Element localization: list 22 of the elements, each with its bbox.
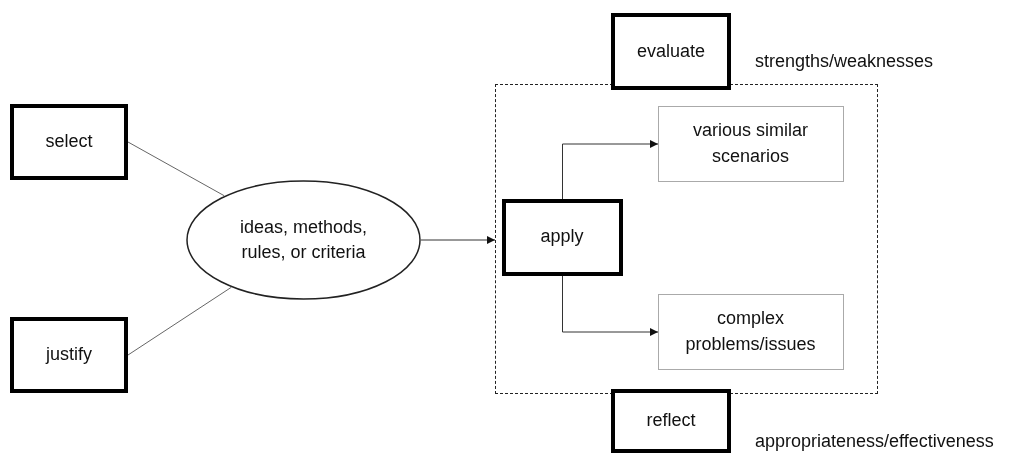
note-text: strengths/weaknesses bbox=[755, 50, 934, 73]
outcome-box bbox=[657, 105, 844, 182]
dashed-group-box bbox=[495, 84, 878, 394]
note-text: appropriateness/effectiveness bbox=[755, 430, 994, 453]
connector-line bbox=[127, 141, 225, 197]
arrow bbox=[420, 236, 496, 244]
node-text: complex problems/issues bbox=[684, 307, 817, 356]
node-text: apply bbox=[539, 225, 585, 249]
node-text: justify bbox=[44, 343, 93, 367]
node-text: ideas, methods, rules, or criteria bbox=[238, 215, 369, 264]
connector-line bbox=[127, 286, 232, 356]
process-box bbox=[10, 104, 128, 180]
arrow bbox=[562, 140, 659, 200]
node-text: evaluate bbox=[635, 39, 707, 63]
process-box bbox=[501, 198, 623, 276]
node-text: reflect bbox=[645, 409, 697, 433]
outcome-box bbox=[657, 293, 844, 370]
node-text: select bbox=[44, 130, 94, 154]
process-box bbox=[10, 317, 128, 393]
concept-ellipse bbox=[186, 180, 421, 300]
node-text: various similar scenarios bbox=[692, 119, 809, 168]
arrow bbox=[562, 275, 659, 336]
